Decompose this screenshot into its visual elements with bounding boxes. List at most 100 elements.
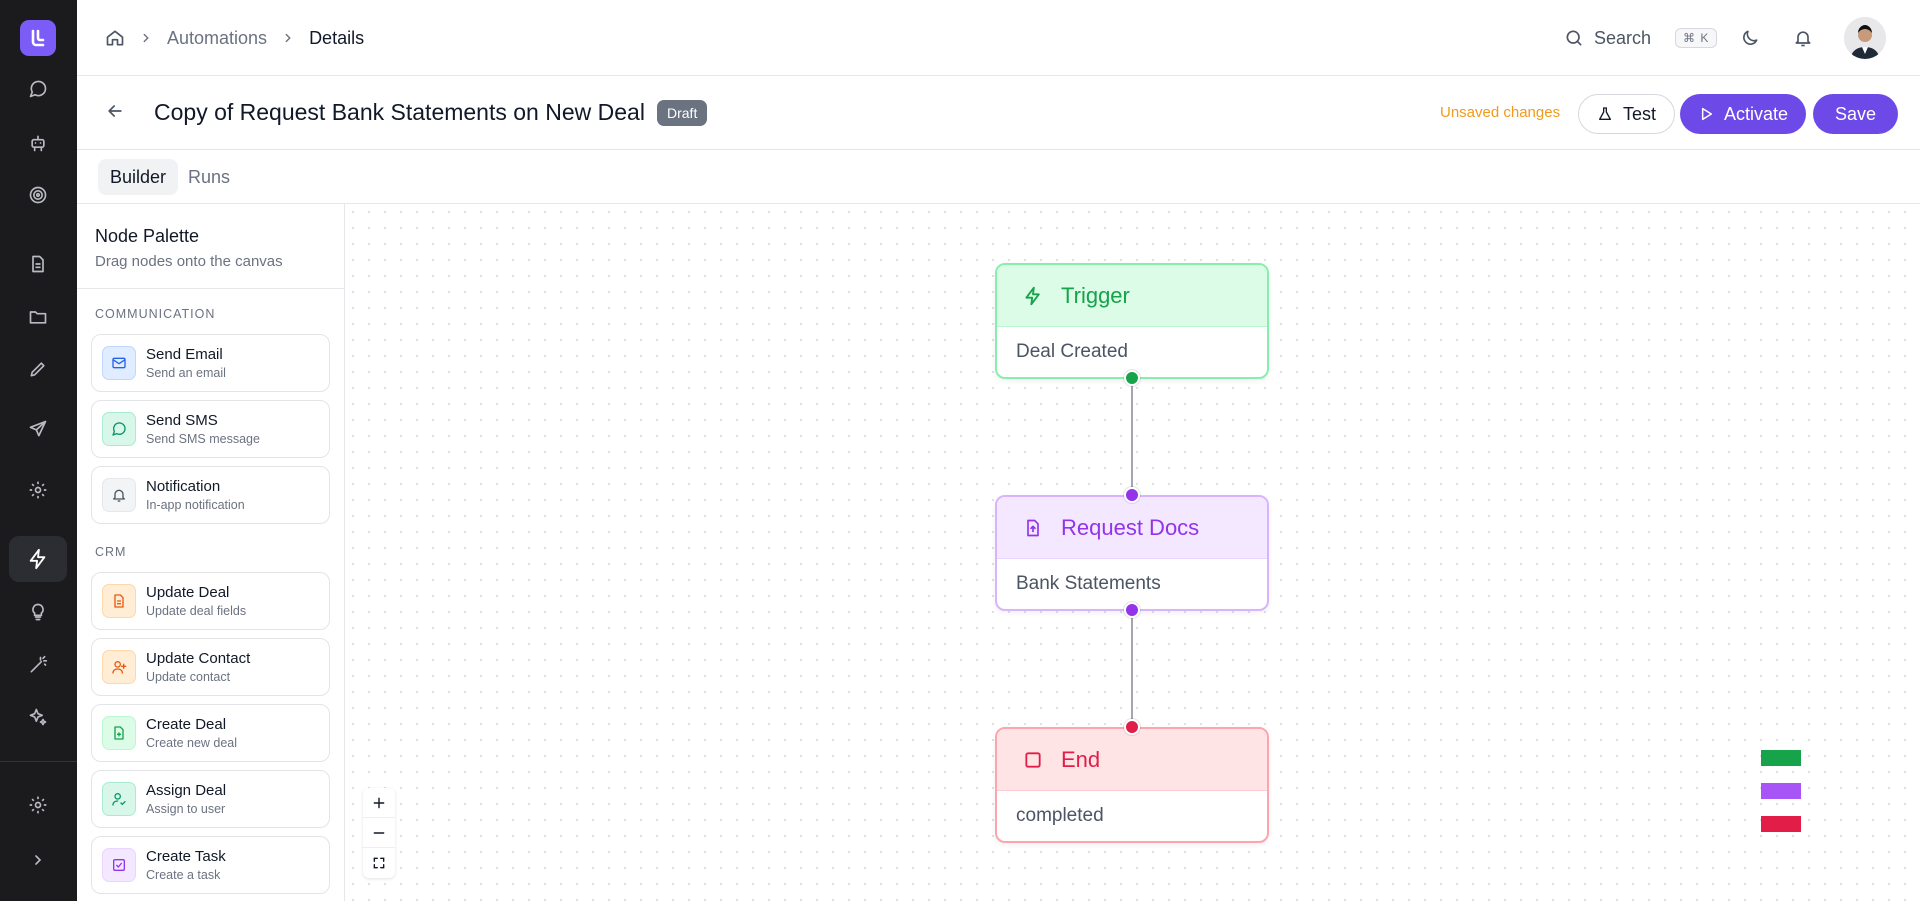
fit-view-icon[interactable] bbox=[363, 848, 395, 878]
palette-item-update-contact[interactable]: Update Contact Update contact bbox=[91, 638, 330, 696]
flow-node-body: Bank Statements bbox=[1016, 573, 1161, 594]
test-label: Test bbox=[1623, 103, 1657, 124]
robot-icon[interactable] bbox=[9, 120, 67, 166]
user-avatar[interactable] bbox=[1844, 17, 1886, 59]
chevron-right-icon bbox=[281, 31, 295, 45]
minimap-node-end bbox=[1761, 816, 1801, 832]
node-input-handle[interactable] bbox=[1124, 487, 1140, 503]
flow-node-title: Trigger bbox=[1061, 282, 1130, 308]
message-bubble-icon bbox=[102, 412, 136, 446]
palette-item-create-task[interactable]: Create Task Create a task bbox=[91, 836, 330, 894]
checkbox-icon bbox=[102, 848, 136, 882]
section-label-communication: COMMUNICATION bbox=[95, 307, 216, 321]
top-bar: Automations Details Search ⌘ K bbox=[77, 0, 1920, 76]
save-button[interactable]: Save bbox=[1813, 94, 1899, 134]
minimap[interactable] bbox=[1761, 750, 1801, 849]
square-icon bbox=[1023, 750, 1043, 770]
minimap-node-trigger bbox=[1761, 750, 1801, 766]
user-plus-icon bbox=[102, 650, 136, 684]
palette-item-send-sms[interactable]: Send SMS Send SMS message bbox=[91, 400, 330, 458]
expand-chevron-icon[interactable] bbox=[9, 837, 67, 883]
palette-item-desc: Create a task bbox=[146, 868, 221, 882]
sparkles-icon[interactable] bbox=[9, 694, 67, 740]
play-icon bbox=[1698, 106, 1714, 122]
status-badge: Draft bbox=[657, 100, 708, 126]
palette-item-assign-deal[interactable]: Assign Deal Assign to user bbox=[91, 770, 330, 828]
settings-gear-icon[interactable] bbox=[9, 467, 67, 513]
palette-item-name: Update Deal bbox=[146, 584, 230, 601]
app-logo-icon[interactable] bbox=[20, 20, 56, 56]
send-icon[interactable] bbox=[9, 406, 67, 452]
breadcrumb-automations[interactable]: Automations bbox=[167, 27, 268, 48]
file-upload-icon bbox=[1023, 518, 1043, 538]
zoom-in-icon[interactable] bbox=[363, 788, 395, 818]
mail-icon bbox=[102, 346, 136, 380]
palette-title: Node Palette bbox=[95, 226, 200, 246]
node-output-handle[interactable] bbox=[1124, 602, 1140, 618]
flow-node-body: completed bbox=[1016, 805, 1104, 826]
pencil-icon[interactable] bbox=[9, 346, 67, 392]
zoom-out-icon[interactable] bbox=[363, 818, 395, 848]
tab-runs[interactable]: Runs bbox=[188, 166, 231, 187]
user-check-icon bbox=[102, 782, 136, 816]
activate-button[interactable]: Activate bbox=[1680, 94, 1807, 134]
palette-item-update-deal[interactable]: Update Deal Update deal fields bbox=[91, 572, 330, 630]
flow-node-title: Request Docs bbox=[1061, 514, 1200, 540]
file-text-icon bbox=[102, 584, 136, 618]
palette-item-name: Create Task bbox=[146, 848, 226, 865]
document-icon[interactable] bbox=[9, 241, 67, 287]
palette-item-desc: In-app notification bbox=[146, 498, 245, 512]
node-output-handle[interactable] bbox=[1124, 370, 1140, 386]
search-label: Search bbox=[1594, 27, 1652, 48]
palette-item-name: Create Deal bbox=[146, 716, 227, 733]
flow-node-request-docs[interactable]: Request Docs Bank Statements bbox=[995, 495, 1269, 611]
palette-item-notification[interactable]: Notification In-app notification bbox=[91, 466, 330, 524]
settings-bottom-icon[interactable] bbox=[9, 782, 67, 828]
folder-icon[interactable] bbox=[9, 294, 67, 340]
test-button[interactable]: Test bbox=[1578, 94, 1676, 134]
section-label-crm: CRM bbox=[95, 545, 127, 559]
flow-node-trigger[interactable]: Trigger Deal Created bbox=[995, 263, 1269, 379]
palette-item-desc: Update deal fields bbox=[146, 604, 247, 618]
zoom-controls bbox=[363, 788, 395, 878]
palette-subtitle: Drag nodes onto the canvas bbox=[95, 253, 283, 270]
chevron-right-icon bbox=[139, 31, 153, 45]
search-shortcut: ⌘ K bbox=[1675, 28, 1718, 48]
flow-node-end[interactable]: End completed bbox=[995, 727, 1269, 843]
notification-bell-icon[interactable] bbox=[1791, 26, 1815, 50]
title-bar: Copy of Request Bank Statements on New D… bbox=[77, 76, 1920, 150]
sidebar-rail bbox=[0, 0, 77, 901]
lightbulb-icon[interactable] bbox=[9, 589, 67, 635]
palette-item-name: Send SMS bbox=[146, 412, 218, 429]
target-icon[interactable] bbox=[9, 172, 67, 218]
flow-canvas[interactable]: Trigger Deal Created Request Docs Bank S… bbox=[345, 204, 1920, 901]
palette-item-create-deal[interactable]: Create Deal Create new deal bbox=[91, 704, 330, 762]
search-icon bbox=[1564, 28, 1584, 48]
palette-item-send-email[interactable]: Send Email Send an email bbox=[91, 334, 330, 392]
back-arrow-icon[interactable] bbox=[105, 101, 129, 125]
automation-bolt-icon[interactable] bbox=[9, 536, 67, 582]
bell-icon bbox=[102, 478, 136, 512]
breadcrumb-current: Details bbox=[309, 27, 365, 48]
palette-item-desc: Create new deal bbox=[146, 736, 238, 750]
tab-builder[interactable]: Builder bbox=[98, 159, 179, 195]
home-icon[interactable] bbox=[105, 28, 125, 48]
flow-node-body: Deal Created bbox=[1016, 341, 1128, 362]
node-input-handle[interactable] bbox=[1124, 719, 1140, 735]
minimap-node-request-docs bbox=[1761, 783, 1801, 799]
magic-wand-icon[interactable] bbox=[9, 642, 67, 688]
breadcrumb: Automations Details bbox=[105, 0, 364, 76]
palette-header: Node Palette Drag nodes onto the canvas bbox=[77, 204, 344, 289]
palette-item-name: Update Contact bbox=[146, 650, 251, 667]
node-palette: Node Palette Drag nodes onto the canvas … bbox=[77, 204, 345, 901]
edge-trigger-to-request bbox=[1131, 378, 1133, 495]
activate-label: Activate bbox=[1724, 103, 1789, 124]
palette-item-name: Assign Deal bbox=[146, 782, 227, 799]
search-button[interactable]: Search ⌘ K bbox=[1564, 24, 1718, 52]
palette-item-desc: Send SMS message bbox=[146, 432, 260, 446]
tab-bar: Builder Runs bbox=[77, 150, 1920, 204]
chat-icon[interactable] bbox=[9, 67, 67, 111]
dark-mode-moon-icon[interactable] bbox=[1738, 26, 1762, 50]
palette-item-name: Send Email bbox=[146, 346, 223, 363]
palette-item-desc: Send an email bbox=[146, 366, 226, 380]
